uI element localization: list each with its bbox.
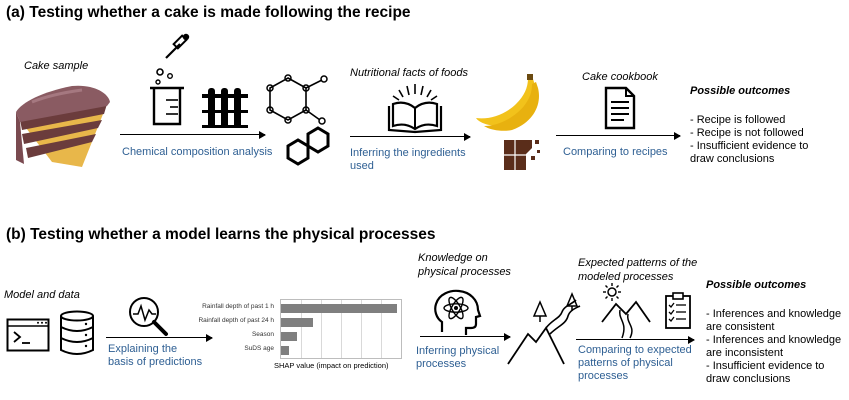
panel-b-outcomes-title: Possible outcomes bbox=[706, 279, 807, 291]
shap-bar bbox=[281, 332, 297, 341]
panel-a-heading: (a) Testing whether a cake is made follo… bbox=[6, 4, 411, 21]
dropper-icon bbox=[165, 33, 190, 59]
outcome-item: - Insufficient evidence to bbox=[706, 360, 825, 372]
outcome-item: - Insufficient evidence to bbox=[690, 140, 809, 152]
shap-xlabel: SHAP value (impact on prediction) bbox=[274, 361, 389, 370]
shap-bar bbox=[281, 346, 289, 355]
expected-patterns-label: Expected patterns of the modeled process… bbox=[578, 257, 698, 283]
step-explaining-predictions-label: Explaining the basis of predictions bbox=[108, 343, 203, 368]
outcome-item: - Inferences and knowledge bbox=[706, 334, 842, 346]
shap-bar bbox=[281, 318, 313, 327]
arrow-comparing-patterns bbox=[576, 335, 695, 344]
magnifier-chart-icon bbox=[129, 297, 168, 336]
model-data-label: Model and data bbox=[4, 289, 80, 301]
chocolate-icon bbox=[504, 140, 540, 170]
panel-a-outcomes-list: - Recipe is followed - Recipe is not fol… bbox=[690, 114, 808, 166]
panel-b-heading: (b) Testing whether a model learns the p… bbox=[6, 226, 436, 243]
outcome-item: are inconsistent bbox=[706, 347, 784, 359]
step-comparing-recipes-label: Comparing to recipes bbox=[563, 146, 668, 158]
panel-a-outcomes-title: Possible outcomes bbox=[690, 85, 791, 97]
outcome-item: draw conclusions bbox=[706, 373, 791, 385]
shap-feature-label: SuDS age bbox=[244, 345, 274, 352]
shap-plot-area bbox=[280, 299, 402, 359]
document-icon bbox=[604, 86, 636, 130]
brain-atom-icon bbox=[434, 289, 482, 335]
shap-feature-label: Rainfall depth of past 24 h bbox=[198, 317, 274, 324]
book-icon bbox=[387, 84, 443, 134]
beaker-icon bbox=[150, 68, 184, 126]
test-tubes-icon bbox=[202, 88, 248, 128]
step-inferring-processes-label: Inferring physical processes bbox=[416, 345, 500, 370]
step-chemical-analysis-label: Chemical composition analysis bbox=[122, 146, 273, 158]
nutrition-facts-label: Nutritional facts of foods bbox=[350, 67, 469, 79]
database-icon bbox=[60, 310, 94, 355]
panel-b-outcomes-list: - Inferences and knowledge are consisten… bbox=[706, 308, 841, 386]
molecule-icon bbox=[266, 74, 330, 166]
shap-chart: Rainfall depth of past 1 h Rainfall dept… bbox=[178, 299, 402, 363]
cake-cookbook-label: Cake cookbook bbox=[582, 71, 658, 83]
arrow-inferring-processes bbox=[420, 332, 511, 341]
outcome-item: are consistent bbox=[706, 321, 775, 333]
step-inferring-ingredients-label: Inferring the ingredients used bbox=[350, 147, 466, 172]
cake-sample-label: Cake sample bbox=[24, 60, 89, 72]
sun-mountain-icon bbox=[601, 283, 651, 339]
shap-feature-label: Season bbox=[251, 331, 274, 338]
outcome-item: - Recipe is followed bbox=[690, 114, 786, 126]
outcome-item: - Inferences and knowledge bbox=[706, 308, 842, 320]
arrow-comparing-recipes bbox=[556, 131, 681, 140]
banana-icon bbox=[476, 74, 539, 131]
arrow-explaining-predictions bbox=[106, 333, 213, 342]
arrow-inferring-ingredients bbox=[350, 132, 471, 141]
step-comparing-patterns-label: Comparing to expected patterns of physic… bbox=[578, 344, 692, 382]
terminal-icon bbox=[6, 318, 50, 352]
arrow-chemical-analysis bbox=[120, 130, 266, 139]
outcome-item: draw conclusions bbox=[690, 153, 775, 165]
outcome-item: - Recipe is not followed bbox=[690, 127, 804, 139]
knowledge-label: Knowledge on physical processes bbox=[418, 252, 511, 278]
shap-feature-label: Rainfall depth of past 1 h bbox=[202, 303, 274, 310]
shap-bar bbox=[281, 304, 397, 313]
clipboard-icon bbox=[665, 292, 691, 329]
mountain-river-icon bbox=[507, 292, 581, 365]
cake-icon bbox=[16, 85, 110, 167]
